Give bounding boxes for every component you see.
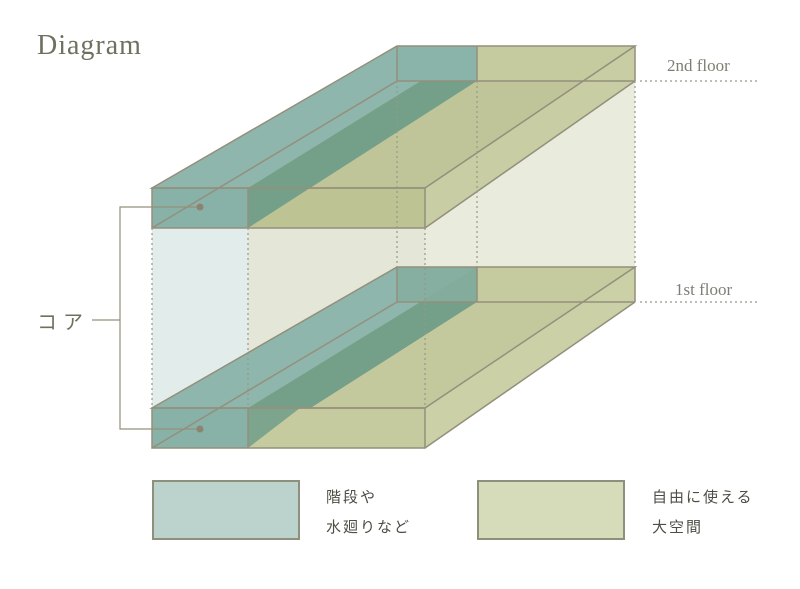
floor-label-2nd: 2nd floor (667, 56, 730, 75)
core-marker-1f (196, 425, 204, 433)
legend-space-line2: 大空間 (652, 518, 704, 536)
core-marker-2f (196, 203, 204, 211)
legend-core-line2: 水廻りなど (326, 518, 412, 536)
second-floor-slab (149, 45, 638, 229)
core-bracket (92, 206, 200, 430)
first-floor-slab (149, 266, 638, 449)
floor-label-1st: 1st floor (675, 280, 733, 299)
legend-text-space: 自由に使える 大空間 (652, 482, 754, 542)
core-label: コア (37, 310, 89, 334)
legend-core-line1: 階段や (326, 488, 378, 506)
dotted-guides (151, 80, 757, 408)
legend-swatch-space (477, 480, 625, 540)
legend-swatch-core (152, 480, 300, 540)
legend-text-core: 階段や 水廻りなど (326, 482, 411, 542)
diagram-title: Diagram (37, 30, 142, 61)
legend-space-line1: 自由に使える (652, 488, 754, 506)
